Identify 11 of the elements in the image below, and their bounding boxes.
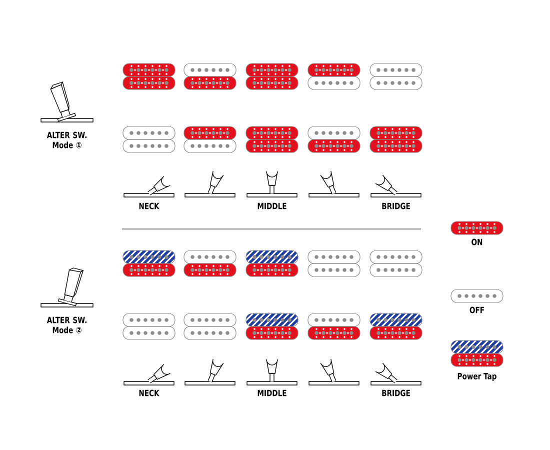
position-label: BRIDGE [382,390,410,396]
legend-label: OFF [470,306,484,314]
switch-label: ALTER SW. Mode ② [46,316,86,334]
legend-label: Power Tap [458,373,496,381]
position-label: MIDDLE [258,390,286,396]
position-label: NECK [139,390,160,396]
position-label: BRIDGE [382,202,410,210]
legend-label: ON [472,238,482,246]
position-label: MIDDLE [258,202,286,210]
position-label: NECK [139,202,160,210]
switch-label: ALTER SW. Mode ① [46,132,86,148]
